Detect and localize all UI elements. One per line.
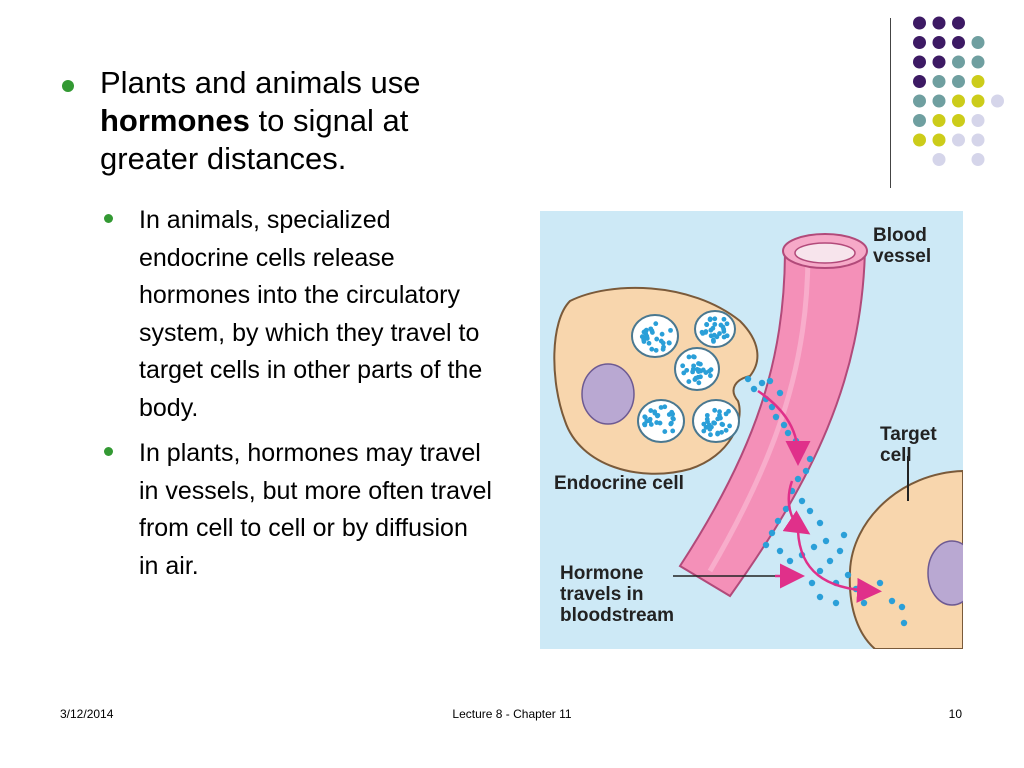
decorative-dot bbox=[952, 114, 965, 127]
diagram-illustration bbox=[553, 233, 963, 649]
target-cell-shape bbox=[848, 469, 963, 649]
label-target-cell: Target cell bbox=[880, 424, 937, 466]
bold-keyword: hormones bbox=[100, 103, 250, 138]
decorative-dot bbox=[913, 55, 926, 69]
decorative-dot bbox=[932, 133, 946, 147]
sub-bullet-animals: In animals, specialized endocrine cells … bbox=[104, 202, 494, 427]
decorative-dot bbox=[952, 133, 965, 147]
decorative-dot bbox=[913, 75, 926, 88]
decorative-dot bbox=[991, 94, 1004, 108]
main-bullet-text: Plants and animals use hormones to signa… bbox=[100, 65, 421, 176]
hormone-diagram-figure: Blood vessel Target cell Endocrine cell … bbox=[540, 211, 963, 649]
sub-bullet-list: In animals, specialized endocrine cells … bbox=[104, 202, 494, 593]
sub-bullet-plants: In plants, hormones may travel in vessel… bbox=[104, 435, 494, 585]
decorative-dot bbox=[952, 75, 965, 88]
blood-vessel-shape bbox=[678, 248, 867, 598]
endocrine-nucleus bbox=[581, 363, 635, 425]
decorative-dot bbox=[932, 75, 946, 88]
decorative-dot bbox=[913, 36, 926, 49]
decorative-dot bbox=[971, 94, 985, 108]
decorative-dot bbox=[932, 114, 946, 127]
decorative-dot bbox=[932, 36, 946, 49]
decorative-dot bbox=[971, 153, 985, 166]
hormone-path-arrow-2 bbox=[782, 480, 811, 535]
bullet-icon bbox=[104, 447, 113, 456]
decorative-dot bbox=[971, 36, 985, 49]
decorative-dot bbox=[952, 36, 965, 49]
decorative-dot bbox=[913, 16, 926, 30]
decorative-dot bbox=[971, 75, 985, 88]
sub-bullet-text: In plants, hormones may travel in vessel… bbox=[139, 439, 492, 580]
label-endocrine-cell: Endocrine cell bbox=[554, 473, 684, 494]
decorative-dot bbox=[913, 94, 926, 108]
bullet-icon bbox=[104, 214, 113, 223]
bullet-icon bbox=[62, 80, 74, 92]
decorative-dot bbox=[913, 114, 926, 127]
decorative-dot bbox=[913, 133, 926, 147]
hormone-path-arrow-3 bbox=[796, 530, 882, 603]
decorative-dot bbox=[971, 133, 985, 147]
decorative-dot bbox=[932, 16, 946, 30]
hormone-path-arrow-1 bbox=[757, 389, 811, 466]
main-bullet: Plants and animals use hormones to signa… bbox=[62, 64, 502, 178]
footer-date: 3/12/2014 bbox=[60, 707, 114, 721]
decorative-dot bbox=[952, 94, 965, 108]
decorative-dot bbox=[932, 94, 946, 108]
label-blood-vessel: Blood vessel bbox=[873, 225, 932, 267]
decorative-dot bbox=[932, 153, 946, 166]
label-hormone-travels: Hormone travels in bloodstream bbox=[560, 563, 675, 626]
decorative-dot bbox=[971, 114, 985, 127]
decorative-dot bbox=[932, 55, 946, 69]
target-cell-nucleus bbox=[927, 540, 963, 606]
decorative-divider-line bbox=[890, 18, 891, 188]
decorative-dot bbox=[952, 55, 965, 69]
decorative-dot bbox=[971, 55, 985, 69]
decorative-dot bbox=[952, 16, 965, 30]
sub-bullet-text: In animals, specialized endocrine cells … bbox=[139, 206, 483, 422]
footer-page-number: 10 bbox=[948, 707, 962, 721]
footer-title: Lecture 8 - Chapter 11 bbox=[452, 707, 572, 721]
